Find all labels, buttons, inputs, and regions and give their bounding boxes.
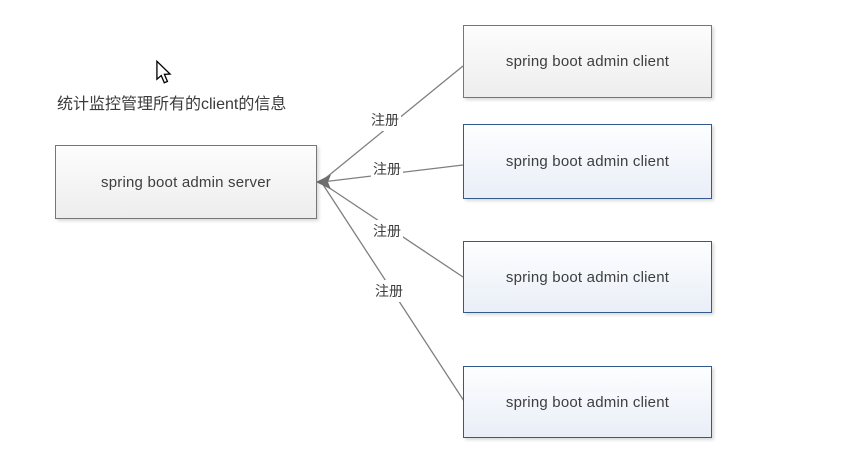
edge-label-2[interactable]: 注册 <box>371 158 403 180</box>
server-node[interactable]: spring boot admin server <box>55 145 317 219</box>
client-node-2[interactable]: spring boot admin client <box>463 124 712 199</box>
edge-label-1[interactable]: 注册 <box>369 109 401 131</box>
client-node-4[interactable]: spring boot admin client <box>463 366 712 438</box>
mouse-cursor-icon <box>156 60 172 84</box>
diagram-annotation[interactable]: 统计监控管理所有的client的信息 <box>57 96 287 113</box>
client-node-3[interactable]: spring boot admin client <box>463 241 712 313</box>
client-node-1-label: spring boot admin client <box>505 53 670 70</box>
client-node-1[interactable]: spring boot admin client <box>463 25 712 98</box>
arrowhead-icon <box>316 174 331 190</box>
client-node-2-label: spring boot admin client <box>505 153 670 170</box>
edge-label-4[interactable]: 注册 <box>373 280 405 302</box>
client-node-3-label: spring boot admin client <box>505 268 670 286</box>
server-node-label: spring boot admin server <box>101 173 271 191</box>
edge-label-3[interactable]: 注册 <box>371 220 403 242</box>
client-node-4-label: spring boot admin client <box>505 393 670 411</box>
